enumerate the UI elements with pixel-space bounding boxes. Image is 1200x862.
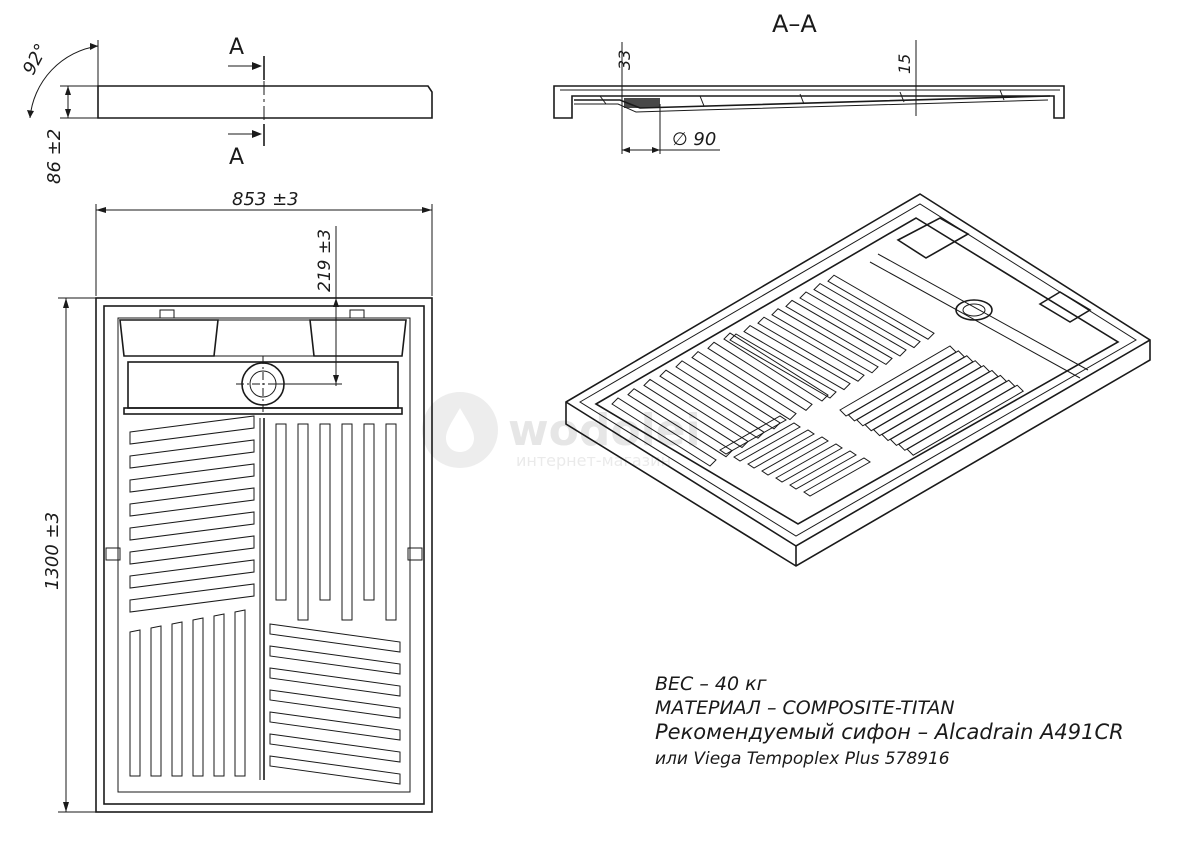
plan-slat [150,625,162,777]
iso-slat [719,415,787,455]
iso-slats [611,274,1025,497]
plan-slat [319,423,331,601]
iso-slat [906,384,1025,456]
plan-slat [129,463,255,493]
drain-diameter-label: ∅ 90 [672,129,716,150]
plan-slat [129,487,255,517]
iso-slat [723,332,829,402]
iso-slat [611,397,717,467]
plan-slat [129,415,255,445]
iso-slat [775,443,843,483]
plan-slat [269,689,401,719]
plan-slat [363,423,375,601]
isometric-view [565,193,1151,567]
depth-left-label: 33 [615,50,634,70]
iso-slat [729,333,837,399]
iso-slat [789,450,857,490]
spec-alternative: или Viega Tempoplex Plus 578916 [655,749,950,769]
iso-slat [827,274,935,340]
iso-slat [771,308,879,374]
iso-slat [761,436,829,476]
iso-slat [747,429,815,469]
plan-slat [213,613,225,777]
iso-slat [785,299,893,366]
plan-slat [269,733,401,763]
iso-slat [799,291,907,357]
watermark: wodolei интернет-магазин [422,392,701,470]
drain-offset-label: 219 ±3 [315,229,335,292]
length-label: 1300 ±3 [42,512,63,590]
spec-material: МАТЕРИАЛ – COMPOSITE-TITAN [655,697,955,719]
plan-slat [129,511,255,541]
plan-view: 853 ±3 1300 ±3 219 ±3 [42,189,433,813]
plan-slat [385,423,397,621]
iso-slat [691,350,797,421]
plan-slat [269,645,401,675]
angle-label: 92° [19,40,53,78]
plan-slats [129,415,401,785]
plan-slat [269,711,401,741]
plan-slat [275,423,287,601]
plan-slat [269,623,401,653]
depth-right-label: 15 [895,54,914,74]
side-view: 92° 86 ±2 A A [19,35,433,184]
height-label: 86 ±2 [44,129,65,184]
plan-slat [192,617,204,777]
plan-slat [129,583,255,613]
iso-slat [813,282,921,349]
plan-slat [171,621,183,777]
iso-slat [733,422,801,462]
plan-slat [129,559,255,589]
plan-slat [269,667,401,697]
spec-siphon: Рекомендуемый сифон – Alcadrain A491CR [655,720,1124,744]
iso-slat [707,341,813,411]
section-view: A–A ∅ 90 33 15 [553,10,1065,154]
plan-slat [129,439,255,469]
plan-slat [129,535,255,565]
cut-label-bottom: A [229,145,244,170]
plan-slat [297,423,309,621]
width-label: 853 ±3 [232,189,299,210]
plan-slat [269,755,401,785]
plan-slat [129,629,141,777]
iso-slat [803,457,871,497]
iso-slat [757,316,865,382]
spec-weight: ВЕС – 40 кг [655,673,768,695]
plan-slat [341,423,353,621]
plan-slat [234,609,246,777]
iso-slat [743,324,851,391]
section-title: A–A [772,10,817,38]
cut-label-top: A [229,35,244,60]
spec-notes: ВЕС – 40 кг МАТЕРИАЛ – COMPOSITE-TITAN Р… [655,673,1124,769]
